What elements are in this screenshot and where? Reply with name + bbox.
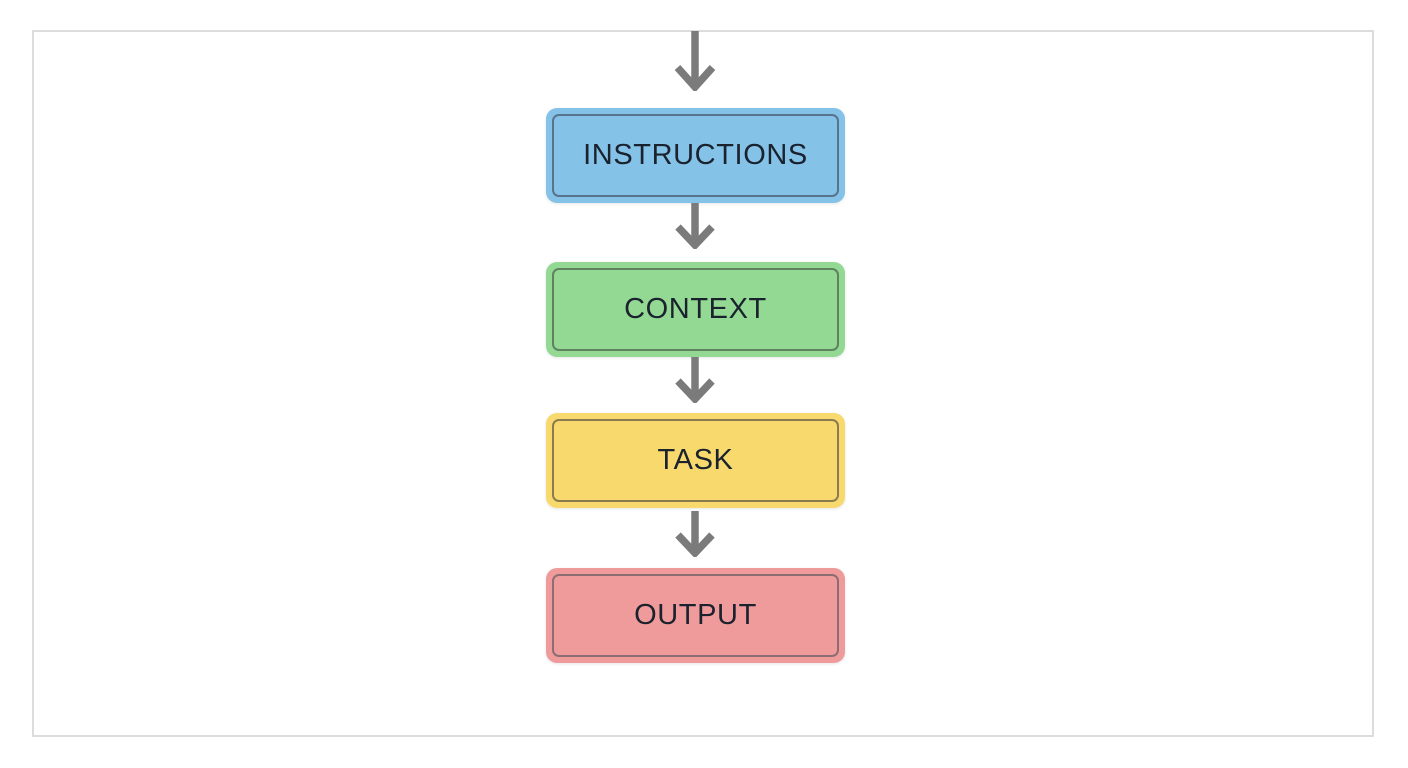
flow-node-border: INSTRUCTIONS	[552, 114, 839, 197]
flow-node-label: INSTRUCTIONS	[583, 139, 808, 171]
flow-node-output: OUTPUT	[546, 568, 845, 663]
flow-node-context: CONTEXT	[546, 262, 845, 357]
flow-node-label: TASK	[657, 444, 734, 476]
flow-node-task: TASK	[546, 413, 845, 508]
flow-node-label: OUTPUT	[634, 599, 757, 631]
flow-node-border: TASK	[552, 419, 839, 502]
down-arrow-icon	[675, 203, 715, 249]
down-arrow-icon	[675, 357, 715, 403]
flow-node-instructions: INSTRUCTIONS	[546, 108, 845, 203]
down-arrow-icon	[674, 31, 716, 91]
flow-node-border: OUTPUT	[552, 574, 839, 657]
down-arrow-icon	[675, 511, 715, 557]
flow-node-border: CONTEXT	[552, 268, 839, 351]
flow-node-label: CONTEXT	[624, 293, 767, 325]
